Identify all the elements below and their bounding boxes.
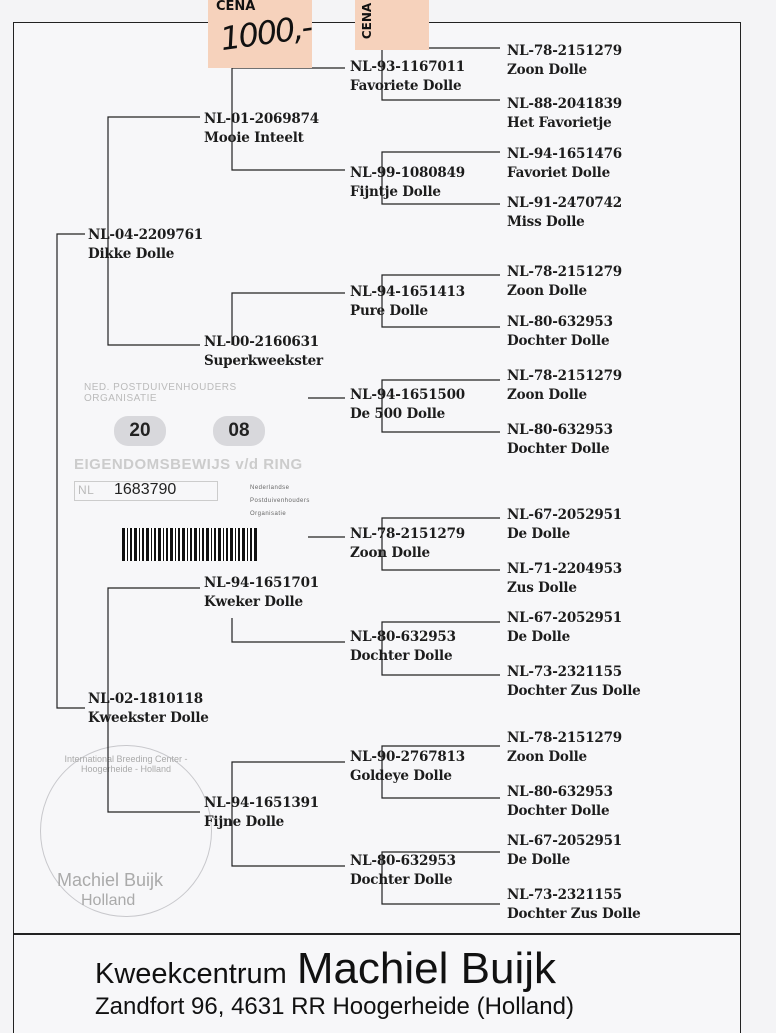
price-label: CENA [216, 0, 256, 14]
barcode [122, 528, 257, 561]
seal-country: Holland [81, 892, 136, 909]
footer-divider [13, 933, 741, 935]
seal-name: Machiel Buijk [57, 870, 164, 890]
bracket-g3-8 [381, 851, 500, 905]
bracket-mooie [231, 67, 345, 171]
ring-ownership-card: NED. POSTDUIVENHOUDERS ORGANISATIE 20 08… [70, 378, 310, 566]
bracket-g3-5 [381, 517, 500, 571]
bracket-dikke [107, 116, 200, 346]
bracket-gen1 [56, 233, 85, 709]
price-label-2: CENA [360, 2, 375, 40]
card-year-left: 20 [114, 416, 166, 446]
bracket-g3-4 [381, 379, 500, 433]
breeding-center-seal: International Breeding Center - Hoogerhe… [40, 745, 212, 917]
footer-title: Kweekcentrum Machiel Buijk [95, 944, 556, 994]
bracket-g3-6 [381, 621, 500, 676]
card-year-right: 08 [213, 416, 265, 446]
bracket-g3-2 [381, 151, 500, 205]
card-logo: Nederlandse Postduivenhouders Organisati… [250, 485, 310, 517]
card-country: NL [78, 483, 95, 497]
price-sticker: CENA 1000,- [208, 0, 314, 68]
seal-ring-text: International Breeding Center - Hoogerhe… [64, 754, 188, 774]
bracket-super [231, 292, 345, 345]
price-value: 1000,- [217, 7, 314, 59]
price-sticker-2: CENA [355, 0, 429, 50]
bracket-g3-1 [381, 47, 500, 101]
bracket-kweekster [107, 587, 200, 813]
bracket-g3-7 [381, 745, 500, 799]
card-title: EIGENDOMSBEWIJS v/d RING [74, 456, 303, 473]
bracket-kweker-b [231, 618, 345, 643]
footer-address: Zandfort 96, 4631 RR Hoogerheide (Hollan… [95, 993, 574, 1020]
card-org: NED. POSTDUIVENHOUDERS ORGANISATIE [84, 382, 237, 404]
bracket-g3-3 [381, 274, 500, 328]
footer-name: Machiel Buijk [296, 944, 557, 993]
card-number: 1683790 [114, 481, 177, 498]
footer-prefix: Kweekcentrum [95, 958, 287, 990]
bracket-fijne [231, 761, 345, 867]
